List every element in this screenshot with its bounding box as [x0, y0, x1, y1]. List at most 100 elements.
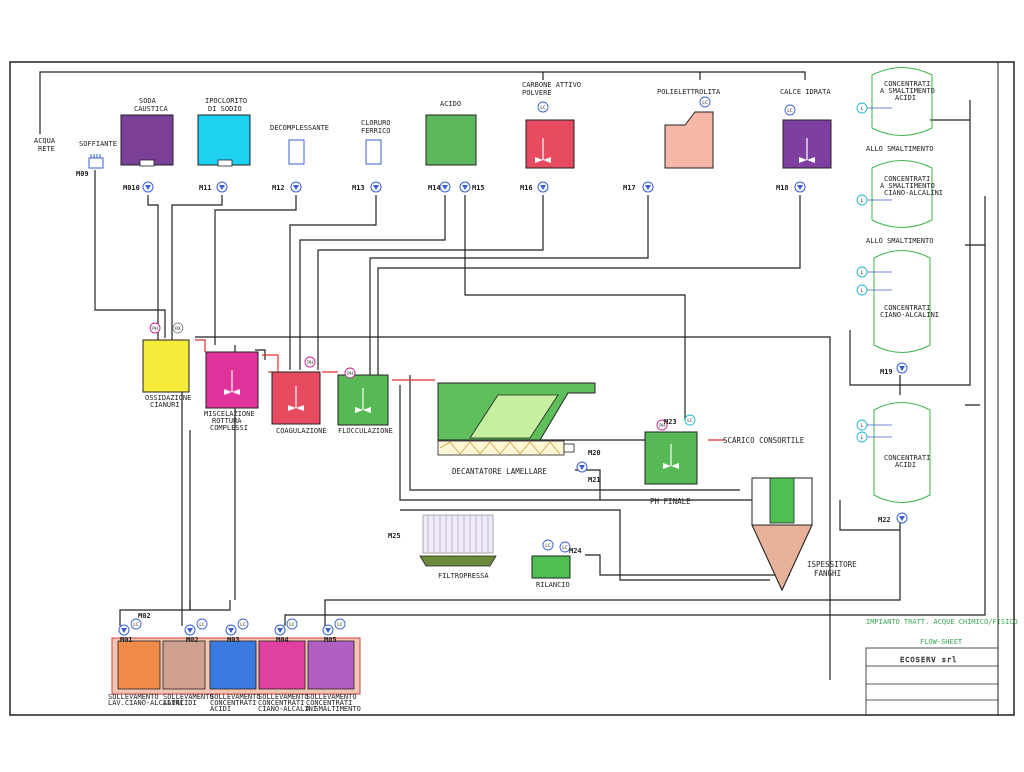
label-ipoclorito: IPOCLORITO [205, 97, 247, 105]
label-decomplessante: DECOMPLESSANTE [270, 124, 329, 132]
pump-m15 [459, 181, 471, 193]
mixer-icon [224, 370, 240, 395]
tank-cianoalc-smalt [871, 160, 933, 228]
soffiante-icon [88, 157, 104, 169]
tank-acidi-smalt [871, 67, 933, 136]
label-miscelazione: MISCELAZIONE [204, 410, 255, 418]
label-ph-finale: PH FINALE [650, 497, 691, 506]
label-acqua-rete: ACQUA [34, 137, 56, 145]
label-carbone: CARBONE ATTIVO [522, 81, 581, 89]
tag-m05: M05 [324, 636, 337, 644]
label-acido: ACIDO [440, 100, 461, 108]
pump-m17 [642, 181, 654, 193]
label-pit4: SOLLEVAMENTO [258, 693, 309, 701]
label-calce: CALCE IDRATA [780, 88, 831, 96]
tag-m13: M13 [352, 184, 365, 192]
svg-text:LC: LC [562, 545, 568, 551]
label-pit2: SOLLEVAMENTO [163, 693, 214, 701]
svg-text:LC: LC [133, 622, 139, 628]
level-controller-icon: LC [699, 96, 711, 108]
label-conc-cianoalc: CONCENTRATI [884, 304, 930, 312]
label-allo-smalt-2: ALLO SMALTIMENTO [866, 237, 933, 245]
tag-m24: M24 [569, 547, 582, 555]
level-controller-icon: L [856, 419, 868, 431]
pump-m21 [576, 461, 588, 473]
tag-m04: M04 [276, 636, 289, 644]
title-block: IMPIANTO TRATT. ACQUE CHIMICO/FISICO FLO… [865, 618, 1018, 716]
svg-text:L: L [861, 198, 864, 204]
label-flocculazione: FLOCCULAZIONE [338, 427, 393, 435]
decomplessante-drum [288, 139, 305, 165]
label-filtropressa: FILTROPRESSA [438, 572, 489, 580]
pump-m14 [439, 181, 451, 193]
svg-text:L: L [861, 435, 864, 441]
svg-text:LC: LC [545, 543, 551, 549]
pump-m22 [896, 512, 908, 524]
pump-m16 [537, 181, 549, 193]
svg-text:L: L [861, 106, 864, 112]
label-allo-smalt-1: ALLO SMALTIMENTO [866, 145, 933, 153]
tag-m15: M15 [472, 184, 485, 192]
process-units [88, 154, 813, 592]
svg-text:ACIDI: ACIDI [895, 461, 916, 469]
svg-text:A SMALTIMENTO: A SMALTIMENTO [306, 705, 361, 713]
ph-instrument: PH [304, 356, 316, 368]
tag-m21: M21 [588, 476, 601, 484]
svg-text:ROTTURA: ROTTURA [212, 417, 242, 425]
polielettrolita-tank [664, 111, 714, 169]
label-scarico: SCARICO CONSORTILE [723, 436, 805, 445]
svg-text:FANGHI: FANGHI [814, 569, 841, 578]
pump-m19 [896, 362, 908, 374]
tag-m09: M09 [76, 170, 89, 178]
svg-text:DI SODIO: DI SODIO [208, 105, 242, 113]
ph-instrument: PH [656, 419, 668, 431]
tag-m23: M23 [664, 418, 677, 426]
filtropressa [419, 514, 497, 567]
tag-m20: M20 [588, 449, 601, 457]
svg-text:COMPLESSI: COMPLESSI [210, 424, 248, 432]
svg-text:A SMALTIMENTO: A SMALTIMENTO [880, 182, 935, 190]
tag-m25: M25 [388, 532, 401, 540]
svg-text:RX: RX [175, 326, 181, 332]
tank-acidi [873, 402, 931, 503]
lifting-pits [111, 637, 361, 695]
pit-conc-cianoalc [258, 640, 306, 690]
label-soffiante: SOFFIANTE [79, 140, 117, 148]
svg-text:PH: PH [659, 423, 665, 429]
tag-m17: M17 [623, 184, 636, 192]
level-controller-icon: LC [237, 618, 249, 630]
title-sheet: FLOW-SHEET [920, 638, 963, 646]
tag-m010: M010 [123, 184, 140, 192]
tag-m18: M18 [776, 184, 789, 192]
rx-instrument: RX [172, 322, 184, 334]
soda-tank [120, 114, 174, 166]
acido-tank [425, 114, 477, 166]
svg-text:PH: PH [152, 326, 158, 332]
label-soda: SODA [139, 97, 157, 105]
level-controller-icon: LC [684, 414, 696, 426]
svg-text:LC: LC [540, 105, 546, 111]
label-conc-cianoalc-smalt: CONCENTRATI [884, 175, 930, 183]
svg-text:LC: LC [240, 622, 246, 628]
svg-text:A SMALTIMENTO: A SMALTIMENTO [880, 87, 935, 95]
reagent-tanks [120, 111, 832, 169]
pit-lavacidi [162, 640, 206, 690]
level-controller-icon: L [856, 194, 868, 206]
level-controller-icon: LC [130, 618, 142, 630]
tank-cianoalc [873, 250, 931, 353]
title-company: ECOSERV srl [900, 656, 957, 664]
label-ossidazione: OSSIDAZIONE [145, 394, 191, 402]
pump-m010 [142, 181, 154, 193]
mixer-icon [799, 138, 815, 163]
level-controller-icon: L [856, 431, 868, 443]
tag-m22: M22 [878, 516, 891, 524]
svg-text:POLVERE: POLVERE [522, 89, 552, 97]
level-controller-icon: LC [559, 541, 571, 553]
pump-m13 [370, 181, 382, 193]
tag-m02: M02 [138, 612, 151, 620]
ph-instrument: PH [344, 367, 356, 379]
storage-tanks [871, 67, 933, 503]
rilancio-tank [531, 555, 571, 579]
labels: ACQUA RETE SOFFIANTE SODA CAUSTICA IPOCL… [34, 80, 943, 713]
svg-text:CAUSTICA: CAUSTICA [134, 105, 169, 113]
